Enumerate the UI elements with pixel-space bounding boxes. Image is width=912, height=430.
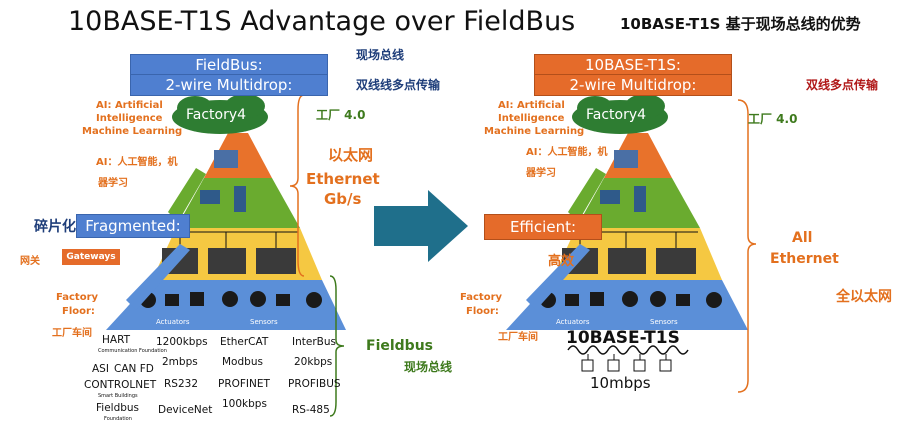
proto-canfd: CAN FD	[114, 363, 154, 375]
t1s-bus-wave	[567, 345, 689, 355]
left-workstation-icon	[200, 190, 220, 204]
right-floor-cn: 工厂车间	[498, 332, 538, 343]
left-multidrop-box: 2-wire Multidrop:	[130, 74, 328, 96]
right-ai-en-3: Machine Learning	[484, 126, 585, 137]
proto-100kbps: 100kbps	[222, 398, 267, 410]
left-gateway-cn: 网关	[20, 256, 40, 267]
left-ai-cn-1: AI：人工智能，机	[96, 157, 178, 168]
proto-fieldbus-sub: Foundation	[104, 416, 132, 422]
right-cloud	[572, 94, 668, 134]
proto-modbus: Modbus	[222, 356, 263, 368]
left-floor-2: Floor:	[62, 306, 95, 317]
right-speed-label: 10mbps	[590, 374, 651, 392]
left-frag-cn: 碎片化	[34, 219, 76, 235]
right-ai-en-2: Intelligence	[498, 113, 565, 124]
left-ai-en-3: Machine Learning	[82, 126, 183, 137]
left-plc-icon	[234, 186, 246, 212]
left-multidrop-cn: 双线线多点传输	[356, 78, 441, 92]
right-workstation-icon	[600, 190, 620, 204]
left-diagonal-band-green	[168, 168, 206, 222]
page-title: 10BASE-T1S Advantage over FieldBus	[68, 6, 576, 37]
left-fieldbus-cn: 现场总线	[356, 48, 405, 62]
proto-hart: HART	[102, 334, 131, 346]
left-monitor-icon	[214, 150, 238, 168]
left-sensors: Sensors	[250, 318, 278, 326]
left-actuators: Actuators	[156, 318, 190, 326]
right-all-ethernet-cn: 全以太网	[836, 289, 892, 305]
right-ai-en-1: AI: Artificial	[498, 100, 565, 111]
right-floor-1: Factory	[460, 292, 503, 303]
left-fieldbus-bracket	[329, 275, 345, 417]
proto-hart-sub: Communication Foundation	[98, 348, 167, 354]
proto-20kbps: 20kbps	[294, 356, 333, 368]
left-floor-cn: 工厂车间	[52, 328, 92, 339]
right-pyramid	[506, 133, 748, 330]
right-floor-2: Floor:	[466, 306, 499, 317]
right-field-devices	[540, 291, 722, 308]
proto-profinet: PROFINET	[218, 378, 270, 390]
left-ethernet-speed: Gb/s	[324, 190, 362, 208]
right-all-ethernet-bracket	[737, 99, 757, 393]
right-t1s-box: 10BASE-T1S:	[534, 54, 732, 76]
t1s-nodes	[581, 354, 672, 372]
left-ai-cn-2: 器学习	[98, 178, 128, 189]
left-floor-1: Factory	[56, 292, 99, 303]
proto-2mbps: 2mbps	[162, 356, 198, 368]
proto-rs485: RS-485	[292, 404, 330, 416]
proto-ethercat: EtherCAT	[220, 336, 269, 348]
left-diagonal-band-blue	[126, 244, 190, 310]
left-cloud-label: Factory4	[186, 107, 247, 123]
left-fragmented-box: Fragmented:	[76, 214, 190, 238]
proto-asi: ASI	[92, 363, 109, 375]
right-multidrop-cn: 双线多点传输	[806, 78, 879, 92]
proto-interbus: InterBus	[292, 336, 336, 348]
left-fieldbus-cn-label: 现场总线	[404, 360, 453, 374]
left-ai-en-2: Intelligence	[96, 113, 163, 124]
left-fieldbus-label: Fieldbus	[366, 338, 433, 354]
right-t1s-label: 10BASE-T1S	[566, 328, 680, 348]
right-monitor-icon	[614, 150, 638, 168]
page-title-cn: 10BASE-T1S 基于现场总线的优势	[620, 15, 861, 33]
left-ethernet-bracket	[289, 94, 305, 277]
proto-fieldbus: Fieldbus	[96, 402, 140, 414]
right-sensors: Sensors	[650, 318, 678, 326]
right-ai-cn-2: 器学习	[526, 168, 556, 179]
left-ethernet-cn: 以太网	[328, 146, 374, 164]
proto-rs232: RS232	[164, 378, 199, 390]
right-io-modules	[562, 248, 696, 274]
proto-controlnet: CONTROLNET	[84, 379, 157, 391]
right-factory40: 工厂 4.0	[748, 112, 798, 126]
left-ethernet-label: Ethernet	[306, 170, 380, 188]
right-ethernet-label: Ethernet	[770, 251, 839, 267]
right-plc-icon	[634, 186, 646, 212]
proto-controlnet-sub: Smart Buildings	[98, 393, 138, 399]
proto-devicenet: DeviceNet	[158, 404, 213, 416]
left-cloud	[172, 94, 268, 134]
proto-1200kbps: 1200kbps	[156, 336, 208, 348]
right-multidrop-box: 2-wire Multidrop:	[534, 74, 732, 96]
left-gateways-box: Gateways	[62, 249, 120, 265]
proto-profibus: PROFIBUS	[288, 378, 341, 390]
left-ai-en-1: AI: Artificial	[96, 100, 163, 111]
left-pyramid	[106, 133, 346, 330]
right-ai-cn-1: AI：人工智能，机	[526, 147, 608, 158]
right-actuators: Actuators	[556, 318, 590, 326]
right-efficient-box: Efficient:	[484, 214, 602, 240]
transition-arrow	[374, 190, 468, 262]
right-all-label: All	[792, 230, 813, 246]
left-fieldbus-box: FieldBus:	[130, 54, 328, 76]
left-factory40: 工厂 4.0	[316, 108, 366, 122]
right-cloud-label: Factory4	[586, 107, 647, 123]
right-efficient-cn: 高效	[548, 254, 575, 269]
